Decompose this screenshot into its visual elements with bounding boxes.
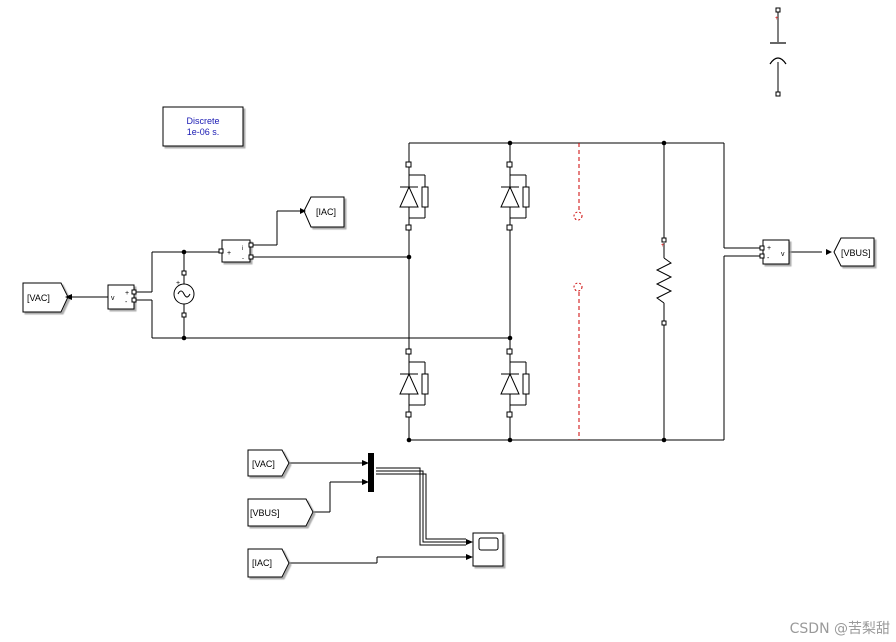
- diode-top-right[interactable]: [500, 161, 530, 231]
- voltage-measurement-bus[interactable]: + - v: [759, 239, 790, 265]
- powergui-mode: Discrete: [186, 116, 219, 126]
- from-vbus[interactable]: [VBUS]: [247, 498, 314, 527]
- disconnected-capacitor[interactable]: [573, 143, 583, 440]
- current-meter-plus: +: [227, 250, 231, 257]
- scope-block[interactable]: [472, 532, 504, 567]
- from-vac-label: [VAC]: [252, 459, 275, 469]
- ac-voltage-source[interactable]: +: [173, 270, 195, 318]
- powergui-block[interactable]: Discrete 1e-06 s.: [162, 106, 244, 147]
- signal-arrowheads: [362, 460, 473, 560]
- goto-vac[interactable]: [VAC]: [22, 282, 72, 313]
- vbus-meter-plus: +: [767, 245, 771, 252]
- goto-iac[interactable]: [IAC]: [300, 196, 345, 228]
- junction-dots: [181, 140, 667, 443]
- vac-meter-minus: -: [125, 299, 128, 306]
- svg-text:+: +: [661, 243, 665, 249]
- wires: [72, 12, 822, 564]
- goto-iac-label: [IAC]: [316, 207, 336, 217]
- goto-vbus-label: [VBUS]: [841, 248, 871, 258]
- current-measurement-block[interactable]: + i -: [218, 239, 254, 263]
- current-meter-minus: -: [242, 256, 244, 262]
- current-meter-i: i: [242, 246, 243, 252]
- watermark: CSDN @苦梨甜: [789, 621, 890, 637]
- mux-block[interactable]: [368, 453, 374, 492]
- vbus-meter-v: v: [781, 251, 785, 258]
- diode-top-left[interactable]: [399, 161, 429, 231]
- vbus-meter-minus: -: [767, 255, 770, 262]
- load-resistor[interactable]: +: [655, 237, 673, 326]
- goto-vac-label: [VAC]: [27, 293, 50, 303]
- diode-bottom-right[interactable]: [500, 348, 530, 418]
- goto-vbus[interactable]: [VBUS]: [826, 237, 875, 267]
- vac-meter-plus: +: [125, 290, 129, 297]
- from-vbus-label: [VBUS]: [250, 508, 280, 518]
- from-iac[interactable]: [IAC]: [247, 548, 290, 578]
- svg-text:+: +: [775, 16, 779, 22]
- diode-bottom-left[interactable]: [399, 348, 429, 418]
- from-vac[interactable]: [VAC]: [247, 449, 290, 477]
- powergui-sample-time: 1e-06 s.: [187, 127, 220, 137]
- from-iac-label: [IAC]: [252, 558, 272, 568]
- voltage-measurement-ac[interactable]: v + -: [107, 284, 137, 310]
- vac-meter-v: v: [111, 295, 115, 302]
- svg-text:+: +: [176, 280, 180, 287]
- open-connection-element[interactable]: +: [769, 7, 787, 97]
